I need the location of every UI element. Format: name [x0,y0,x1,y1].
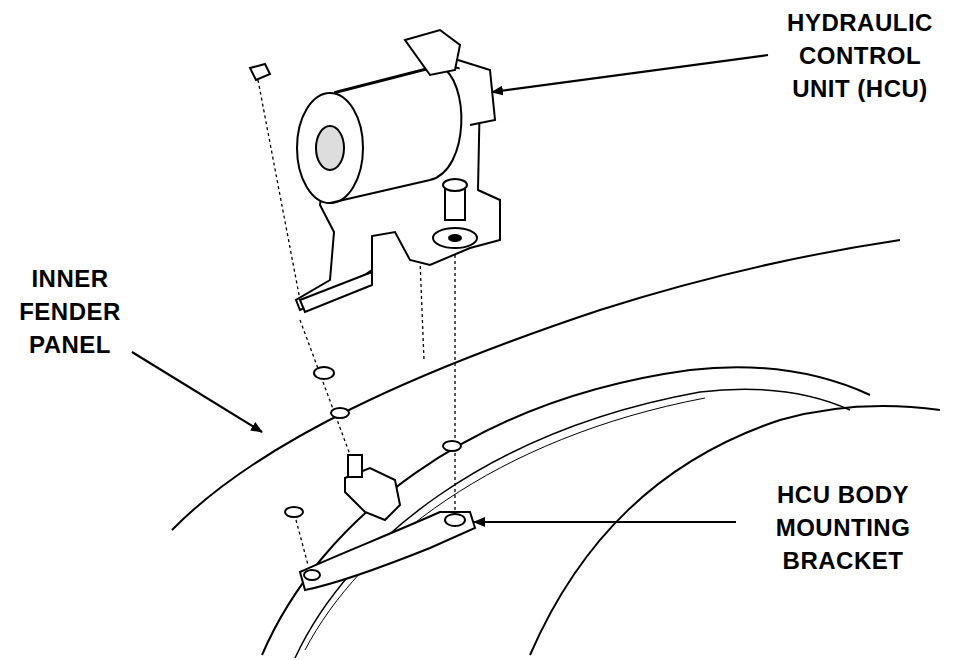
label-text: HYDRAULIC CONTROL UNIT (HCU) [787,9,933,102]
hcu-unit [296,30,500,312]
fender-panel [172,240,940,658]
part-label: HCU BODY MOUNTING BRACKET [738,478,948,577]
leader-arrows [132,55,768,522]
part-label: HYDRAULIC CONTROL UNIT (HCU) [770,6,950,105]
label-text: HCU BODY MOUNTING BRACKET [776,481,911,574]
label-text: INNER FENDER PANEL [19,265,121,358]
nuts [250,64,461,517]
part-label: INNER FENDER PANEL [8,262,132,361]
mounting-bracket [300,455,475,590]
